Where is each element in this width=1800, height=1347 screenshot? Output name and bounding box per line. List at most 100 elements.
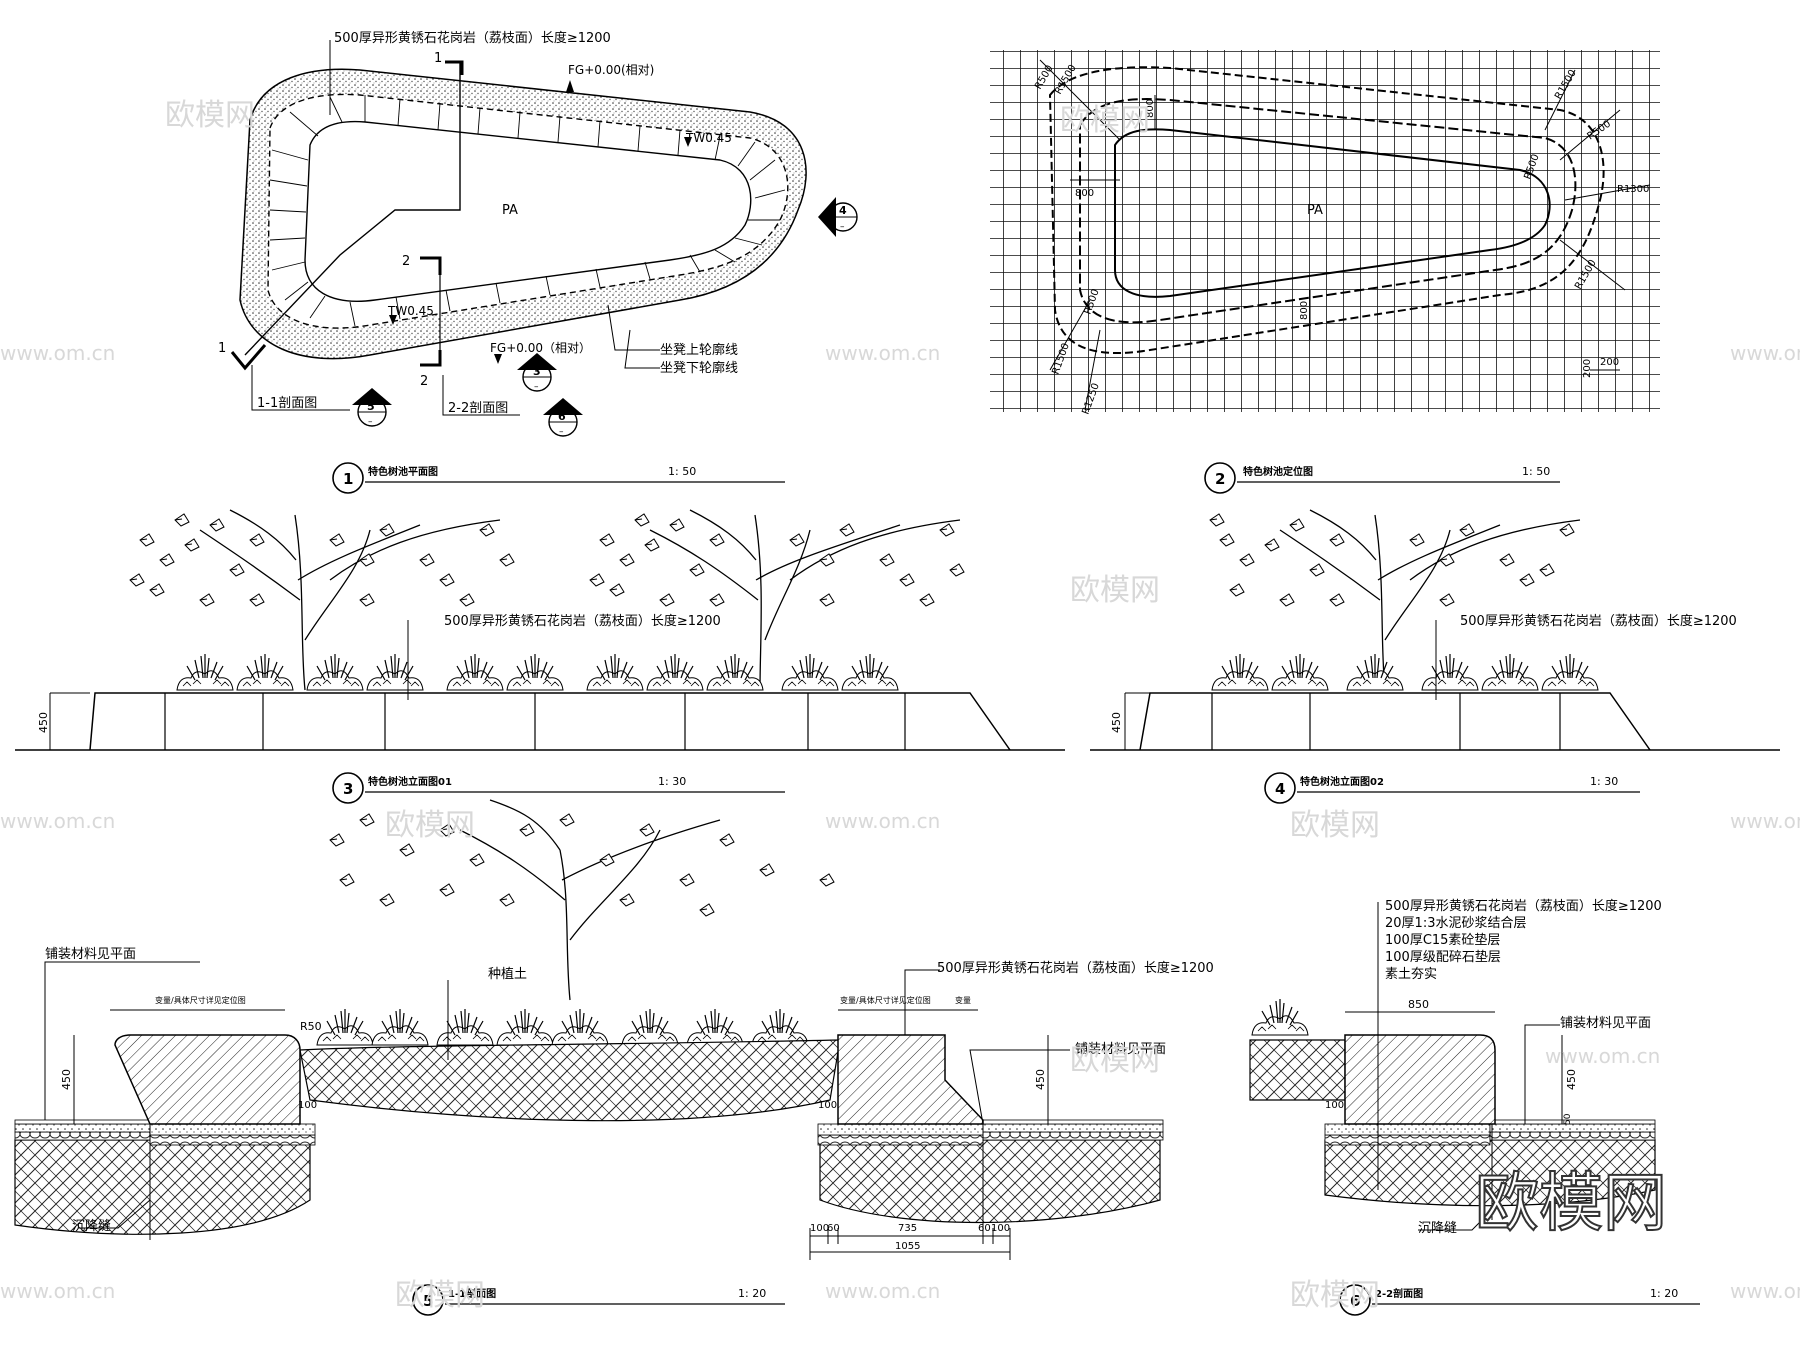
- elev01-material-label: 500厚异形黄锈石花岗岩（荔枝面）长度≥1200: [444, 613, 721, 629]
- sec11-dimension-chain: [809, 1228, 1011, 1260]
- plan-fg-top-label: FG+0.00(相对): [568, 63, 654, 77]
- planting-area-inner: [304, 120, 752, 302]
- svg-text:欧模网: 欧模网: [1290, 808, 1380, 843]
- watermarks: 欧模网 欧模网 欧模网 欧模网 欧模网 欧模网 欧模网 欧模网 www.om.c…: [0, 98, 1800, 1313]
- sec22-layer-1: 500厚异形黄锈石花岗岩（荔枝面）长度≥1200: [1385, 898, 1662, 914]
- watermark-logo: 欧模网: [165, 98, 255, 133]
- layout-d800-a: 800: [1075, 188, 1094, 199]
- plan-pa-label: PA: [502, 203, 518, 218]
- cut-2-top-marker: [420, 256, 442, 275]
- cut-path-1: [244, 62, 461, 356]
- cut-1-bottom-marker: [230, 344, 267, 371]
- title-block-1: 1 特色树池平面图 1: 50: [332, 462, 785, 494]
- sec22-h450: 450: [1565, 1069, 1578, 1090]
- section-2-2: 850 500厚异形黄锈石花岗岩（荔枝面）长度≥1200 20厚1:3水泥砂浆结…: [1249, 898, 1662, 1236]
- sec22-h50: 50: [1563, 1113, 1573, 1125]
- watermark-url: www.om.cn: [0, 341, 115, 365]
- section-symbol-5: 5 –: [352, 388, 392, 427]
- layout-r1300: R1300: [1617, 184, 1649, 195]
- svg-text:www.om.cn: www.om.cn: [1545, 1044, 1660, 1068]
- soil-subgrade-left: [14, 1139, 311, 1235]
- svg-text:1: 20: 1: 20: [1650, 1287, 1678, 1300]
- foliage-left: [129, 513, 515, 607]
- svg-text:www.om.cn: www.om.cn: [0, 809, 115, 833]
- sec22-layer-5: 素土夯实: [1385, 967, 1437, 982]
- sec11-r50: R50: [300, 1020, 322, 1033]
- svg-text:欧模网: 欧模网: [1060, 103, 1150, 138]
- soil-subgrade-right: [819, 1139, 1161, 1224]
- svg-text:3: 3: [343, 780, 353, 798]
- layout-d200-b: 200: [1582, 359, 1593, 378]
- svg-text:www.om.cn: www.om.cn: [0, 1279, 115, 1303]
- section-1-1: 铺装材料见平面 种植土 500厚异形黄锈石花岗岩（荔枝面）长度≥1200 变量/…: [14, 799, 1214, 1260]
- svg-text:–: –: [840, 222, 845, 232]
- sec11-dim-60b: 60: [978, 1223, 991, 1234]
- section-2-2-ref: 2-2剖面图: [448, 401, 508, 416]
- svg-text:6: 6: [1350, 1292, 1360, 1310]
- cut-2-label-bottom: 2: [420, 374, 428, 389]
- sec22-layer-4: 100厚级配碎石垫层: [1385, 949, 1501, 965]
- svg-text:4: 4: [1275, 780, 1285, 798]
- svg-text:3: 3: [533, 365, 541, 378]
- cut-2-bottom-marker: [420, 350, 442, 367]
- elevation-01: 450 500厚异形黄锈石花岗岩（荔枝面）长度≥1200: [15, 509, 1065, 751]
- sec22-joint-label: 沉降缝: [1418, 1221, 1457, 1236]
- tree-canopy-right: [649, 509, 961, 691]
- granite-seat-left-section: [114, 1034, 301, 1125]
- svg-text:–: –: [559, 427, 564, 437]
- svg-text:1-1剖面图: 1-1剖面图: [448, 1287, 496, 1300]
- section-symbol-6: 6 –: [543, 398, 583, 437]
- sec11-var-dim-short: 变量: [955, 995, 971, 1005]
- elev02-material-label: 500厚异形黄锈石花岗岩（荔枝面）长度≥1200: [1460, 613, 1737, 629]
- svg-text:欧模网: 欧模网: [1070, 573, 1160, 608]
- plan-material-label: 500厚异形黄锈石花岗岩（荔枝面）长度≥1200: [334, 30, 611, 46]
- sec11-joint-label: 沉降缝: [72, 1219, 111, 1234]
- svg-text:4: 4: [839, 204, 847, 217]
- title-block-6: 6 2-2剖面图 1: 20: [1339, 1284, 1700, 1316]
- cut-2-label-top: 2: [402, 254, 410, 269]
- tree-pool-seat-elevation-02: [1139, 692, 1651, 751]
- sec11-var-dim-left: 变量/具体尺寸详见定位图: [155, 995, 246, 1005]
- cut-1-label-bottom: 1: [218, 341, 226, 356]
- title-block-3: 3 特色树池立面图01 1: 30: [332, 772, 785, 804]
- sec11-soil-label: 种植土: [488, 967, 527, 982]
- shrubs-02: [1211, 653, 1599, 691]
- elev01-height-450: 450: [37, 712, 50, 733]
- sec11-paving-label-right: 铺装材料见平面: [1075, 1042, 1166, 1057]
- sec11-var-dim-right: 变量/具体尺寸详见定位图: [840, 995, 931, 1005]
- svg-text:特色树池立面图02: 特色树池立面图02: [1300, 775, 1384, 788]
- seat-upper-outline-label: 坐凳上轮廓线: [660, 342, 738, 358]
- foliage-right: [589, 513, 965, 607]
- elev02-height-450: 450: [1110, 712, 1123, 733]
- tree-canopy-left: [199, 509, 501, 691]
- svg-text:1: 50: 1: 50: [668, 465, 696, 478]
- layout-d200-a: 200: [1600, 357, 1619, 368]
- sec11-dim-100b: 100: [991, 1223, 1010, 1234]
- sec11-h450-right: 450: [1034, 1069, 1047, 1090]
- layout-grid-view: PA R500 R1500 R1500 R500 R1300 R1500 R50…: [990, 50, 1660, 416]
- svg-text:5: 5: [423, 1292, 433, 1310]
- sec11-paving-label: 铺装材料见平面: [45, 947, 136, 962]
- svg-text:特色树池平面图: 特色树池平面图: [368, 465, 438, 478]
- svg-text:特色树池定位图: 特色树池定位图: [1243, 465, 1313, 478]
- watermark-logo-large: 欧模网: [1475, 1167, 1667, 1241]
- svg-text:www.om.cn: www.om.cn: [1730, 1279, 1800, 1303]
- svg-text:1: 20: 1: 20: [738, 1287, 766, 1300]
- sec11-dim-total: 1055: [895, 1241, 920, 1252]
- sec11-h100-left: 100: [298, 1100, 317, 1111]
- sec22-width-850: 850: [1408, 998, 1429, 1011]
- svg-text:1: 1: [343, 470, 353, 488]
- title-block-5: 5 1-1剖面图 1: 20: [412, 1284, 785, 1316]
- svg-text:www.om.cn: www.om.cn: [825, 341, 940, 365]
- elevation-02: 450 500厚异形黄锈石花岗岩（荔枝面）长度≥1200: [1090, 509, 1780, 751]
- sec22-h100: 100: [1325, 1100, 1344, 1111]
- svg-text:www.om.cn: www.om.cn: [1730, 341, 1800, 365]
- title-block-4: 4 特色树池立面图02 1: 30: [1264, 772, 1640, 804]
- elevation-symbol-4: 4 –: [818, 197, 858, 237]
- svg-text:欧模网: 欧模网: [1070, 1043, 1160, 1078]
- svg-text:1: 30: 1: 30: [658, 775, 686, 788]
- svg-text:欧模网: 欧模网: [1290, 1278, 1380, 1313]
- plan-view: 1 1 2 2 500厚异形黄锈石花岗岩（荔枝面）长度≥1200 FG+0.00…: [218, 30, 858, 437]
- layout-d800-c: 800: [1299, 301, 1310, 320]
